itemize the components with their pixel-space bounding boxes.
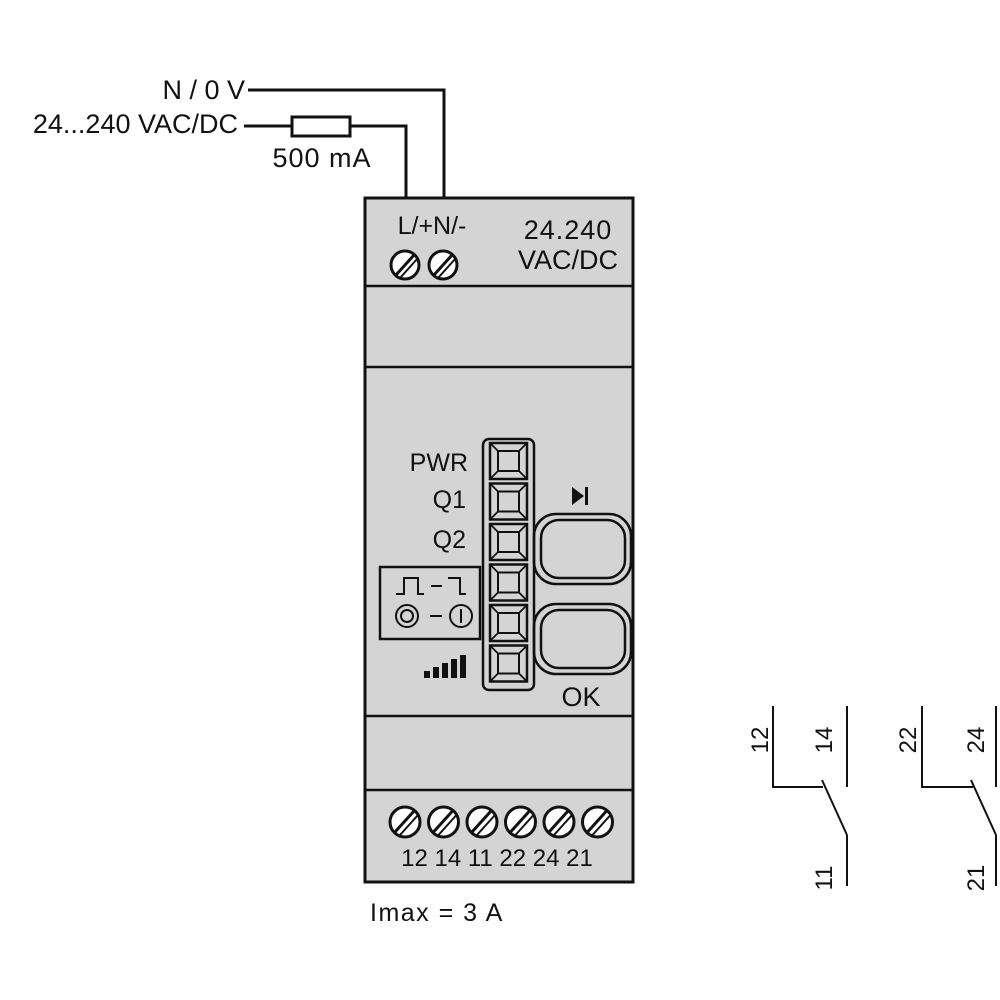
contact-2-common-label: 21 (963, 865, 990, 892)
led-column (481, 437, 536, 692)
line-wire-b (350, 124, 408, 198)
mode-indicator-box (378, 565, 482, 641)
terminal-screw-n[interactable] (427, 249, 459, 281)
terminal-screw[interactable] (504, 805, 537, 839)
fuse-label: 500 mA (272, 143, 371, 173)
contact-1-no-label: 14 (811, 727, 838, 754)
supply-wiring: N / 0 V 24...240 VAC/DC 500 mA (33, 75, 446, 198)
contact-2-nc-label: 22 (895, 727, 922, 754)
voltage-rating-line2: VAC/DC (518, 245, 618, 275)
contact-2-switch-arm (970, 779, 997, 836)
ok-label: OK (561, 682, 600, 712)
signal-level-icon (424, 655, 466, 678)
led-indicator (488, 603, 529, 643)
contact-schematic-2: 22 24 21 (895, 706, 997, 892)
voltage-rating-line1: 24.240 (524, 215, 613, 245)
terminal-screw[interactable] (465, 805, 499, 839)
line-voltage-label: 24...240 VAC/DC (33, 109, 238, 139)
led-label-q1: Q1 (433, 486, 466, 514)
led-indicator (488, 522, 529, 562)
relay-module: L/+N/- 24.240 VAC/DC PWR Q1 Q2 (363, 196, 635, 884)
led-label-pwr: PWR (410, 449, 468, 477)
terminal-screw[interactable] (388, 805, 422, 839)
neutral-label: N / 0 V (162, 75, 245, 105)
step-signal-icon (448, 577, 466, 595)
terminal-screw[interactable] (542, 805, 576, 839)
led-indicator (488, 644, 529, 683)
terminal-screw-l[interactable] (389, 249, 421, 281)
contact-1-nc-label: 12 (747, 727, 774, 754)
imax-label: Imax = 3 A (370, 899, 504, 927)
contact-1-common-label: 11 (811, 866, 838, 891)
contact-2-no-label: 24 (963, 727, 990, 754)
terminal-screw[interactable] (427, 805, 460, 839)
contact-1-switch-arm (821, 779, 848, 836)
ok-button[interactable] (532, 602, 633, 676)
led-label-q2: Q2 (433, 526, 466, 554)
neutral-wire (248, 88, 446, 198)
contact-1-nc-line (772, 706, 823, 788)
contact-schematic-1: 12 14 11 (747, 706, 848, 891)
led-indicator (488, 563, 529, 602)
next-button[interactable] (532, 512, 633, 586)
led-indicator (488, 441, 529, 481)
output-terminal-screws (388, 805, 614, 839)
contact-2-nc-line (921, 706, 973, 788)
terminal-screw[interactable] (581, 805, 614, 839)
led-indicator (488, 482, 529, 521)
pulse-signal-icon (396, 577, 424, 595)
step-arrow-icon (572, 487, 588, 505)
power-terminal-labels: L/+N/- (398, 212, 467, 240)
on-mode-icon (449, 604, 473, 628)
output-terminal-labels: 12 14 11 22 24 21 (401, 845, 593, 872)
fuse-icon (290, 115, 352, 138)
off-mode-icon (395, 604, 419, 628)
